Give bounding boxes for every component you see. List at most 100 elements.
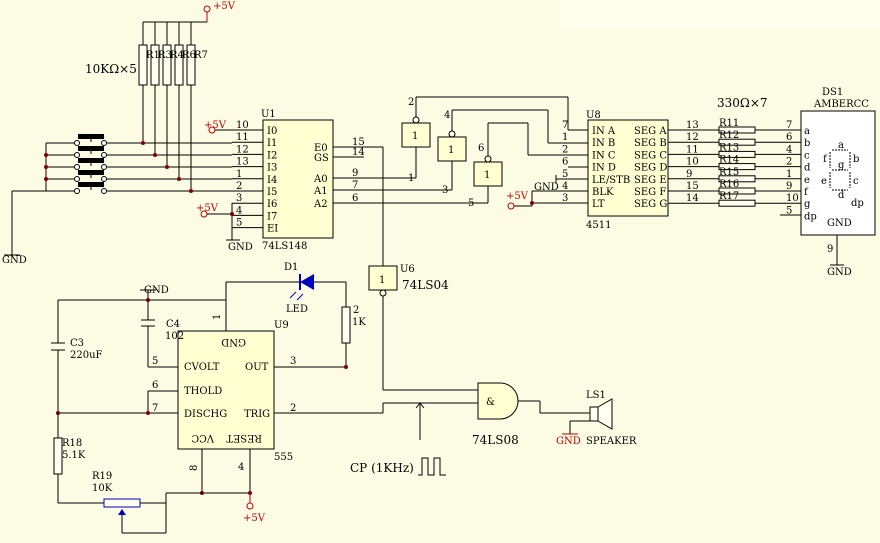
ds1-gnd-pin: GND: [827, 218, 852, 229]
u8-pin-num-4: 5: [562, 169, 568, 180]
button-contact-b-2: [101, 164, 107, 170]
ds1-ref: DS1: [822, 87, 843, 98]
u9-ref: U9: [274, 320, 289, 331]
u8-rpin-name-3: SEG D: [634, 163, 667, 174]
seg-f: f: [823, 154, 828, 165]
button-contact-b-1: [101, 152, 107, 158]
u8-pin-num-3: 6: [562, 157, 568, 168]
u6-ref: U6: [400, 264, 415, 275]
ds1-pin-name-6: g: [804, 199, 811, 210]
u9-out: OUT: [245, 362, 269, 373]
ds1-pin-num-0: 7: [786, 120, 792, 131]
u1-rpin-num-3: 7: [352, 180, 358, 191]
inv3-glyph: 1: [484, 170, 490, 181]
inverter-gates: 1 2 1 1 4 3 1 6 5: [333, 96, 588, 209]
u1-pin-num-0: 10: [236, 120, 249, 131]
u9-part: 555: [274, 452, 293, 463]
seg-c: c: [853, 176, 859, 187]
r7-label: R7: [194, 50, 208, 61]
seg-glyph: a f g b e d c dp: [821, 140, 864, 209]
gnd-label-555: GND: [144, 285, 169, 296]
u1-pin-name-2: I2: [267, 150, 277, 161]
u9-pin3: 3: [290, 356, 296, 367]
r4-label: R4: [170, 50, 184, 61]
seg-resistor-ref-2: R13: [719, 142, 739, 153]
u1-pin-name-0: I0: [267, 126, 277, 137]
ds1-part: AMBERCC: [813, 99, 869, 110]
ds1-pin-name-7: dp: [804, 211, 817, 222]
u8-pin-name-6: LT: [592, 199, 605, 210]
u8-pin-num-0: 7: [562, 120, 568, 131]
u8-rpin-num-5: 15: [686, 181, 699, 192]
u1-pin-num-4: 1: [236, 169, 242, 180]
u1-pin-name-8: EI: [267, 224, 278, 235]
button-contact-b-3: [101, 176, 107, 182]
u8-pin-name-5: BLK: [592, 187, 614, 198]
and-gate: & 74LS08 CP (1KHz): [350, 382, 590, 476]
vcc-label-u1a: +5V: [204, 120, 227, 131]
button-contact-b-4: [101, 188, 107, 194]
ds1-pin-name-4: e: [804, 175, 810, 186]
gnd-label-spk: GND: [556, 436, 581, 447]
u9-pin6: 6: [152, 380, 158, 391]
u8-part: 4511: [586, 220, 611, 231]
ds1-pin-num-3: 2: [786, 157, 792, 168]
u1-rpin-name-2: A0: [313, 174, 328, 185]
ds1-pin-num-6: 10: [786, 193, 799, 204]
clock-label: CP (1KHz): [350, 461, 414, 475]
u1-pin-name-5: I5: [267, 187, 277, 198]
d1-ref: D1: [284, 262, 298, 273]
rled-ref: 2: [353, 305, 359, 316]
r6-label: R6: [182, 50, 196, 61]
button-contact-a-2: [74, 164, 80, 170]
u8-rpin-name-2: SEG C: [634, 150, 667, 161]
r3-label: R3: [158, 50, 172, 61]
u8-rpin-num-3: 10: [686, 157, 699, 168]
seg-resistor-ref-5: R16: [719, 179, 739, 190]
and-part: 74LS08: [472, 433, 519, 447]
u9-pin1: 1: [212, 314, 223, 320]
u1-rpin-name-1: GS: [314, 153, 329, 164]
and-glyph: &: [486, 397, 495, 408]
inv2-in-pin: 4: [444, 110, 450, 121]
u1-pin-name-3: I3: [267, 163, 277, 174]
u9-pin7: 7: [152, 403, 158, 414]
ls1-ref: LS1: [586, 390, 606, 401]
button-actuator-0: [78, 134, 104, 139]
u8-pin-name-1: IN B: [592, 138, 615, 149]
ds1-pin-name-2: c: [804, 150, 810, 161]
ds1-pin-name-0: a: [804, 126, 810, 137]
u8-pin-name-2: IN C: [592, 150, 616, 161]
vcc-label-555: +5V: [243, 513, 266, 524]
inv2-glyph: 1: [448, 145, 454, 156]
u9-cvolt: CVOLT: [184, 362, 220, 373]
vcc-label-u8: +5V: [506, 191, 529, 202]
u8-rpin-name-4: SEG E: [634, 175, 667, 186]
button-contact-a-0: [74, 140, 80, 146]
u1-rpin-num-1: 14: [352, 147, 365, 158]
u1-rpin-name-4: A2: [313, 199, 328, 210]
gnd-label-u1: GND: [228, 242, 253, 253]
u9-gnd-name: GND: [221, 336, 246, 347]
u8-pin-name-3: IN D: [592, 163, 616, 174]
u1-pin-name-6: I6: [267, 199, 277, 210]
button-actuator-1: [78, 146, 104, 151]
ds1-pin-name-3: d: [804, 163, 811, 174]
u1-pin-name-1: I1: [267, 138, 277, 149]
ds1-pin-num-7: 5: [786, 205, 792, 216]
vcc-terminal: [203, 5, 211, 13]
u9-thold: THOLD: [184, 386, 222, 397]
seg-d: d: [838, 190, 845, 201]
seg-e: e: [821, 176, 827, 187]
u8-rpin-num-6: 14: [686, 193, 699, 204]
u6-74ls04: 1 U6 74LS04: [368, 264, 478, 391]
r1-label: R1: [146, 50, 160, 61]
u1-rpin-num-4: 6: [352, 193, 358, 204]
button-actuator-4: [78, 182, 104, 187]
seg-resistor-ref-3: R14: [719, 155, 739, 166]
speaker: LS1 GND SPEAKER: [556, 390, 637, 447]
seg-b: b: [853, 154, 859, 165]
u1-ref: U1: [261, 109, 276, 120]
